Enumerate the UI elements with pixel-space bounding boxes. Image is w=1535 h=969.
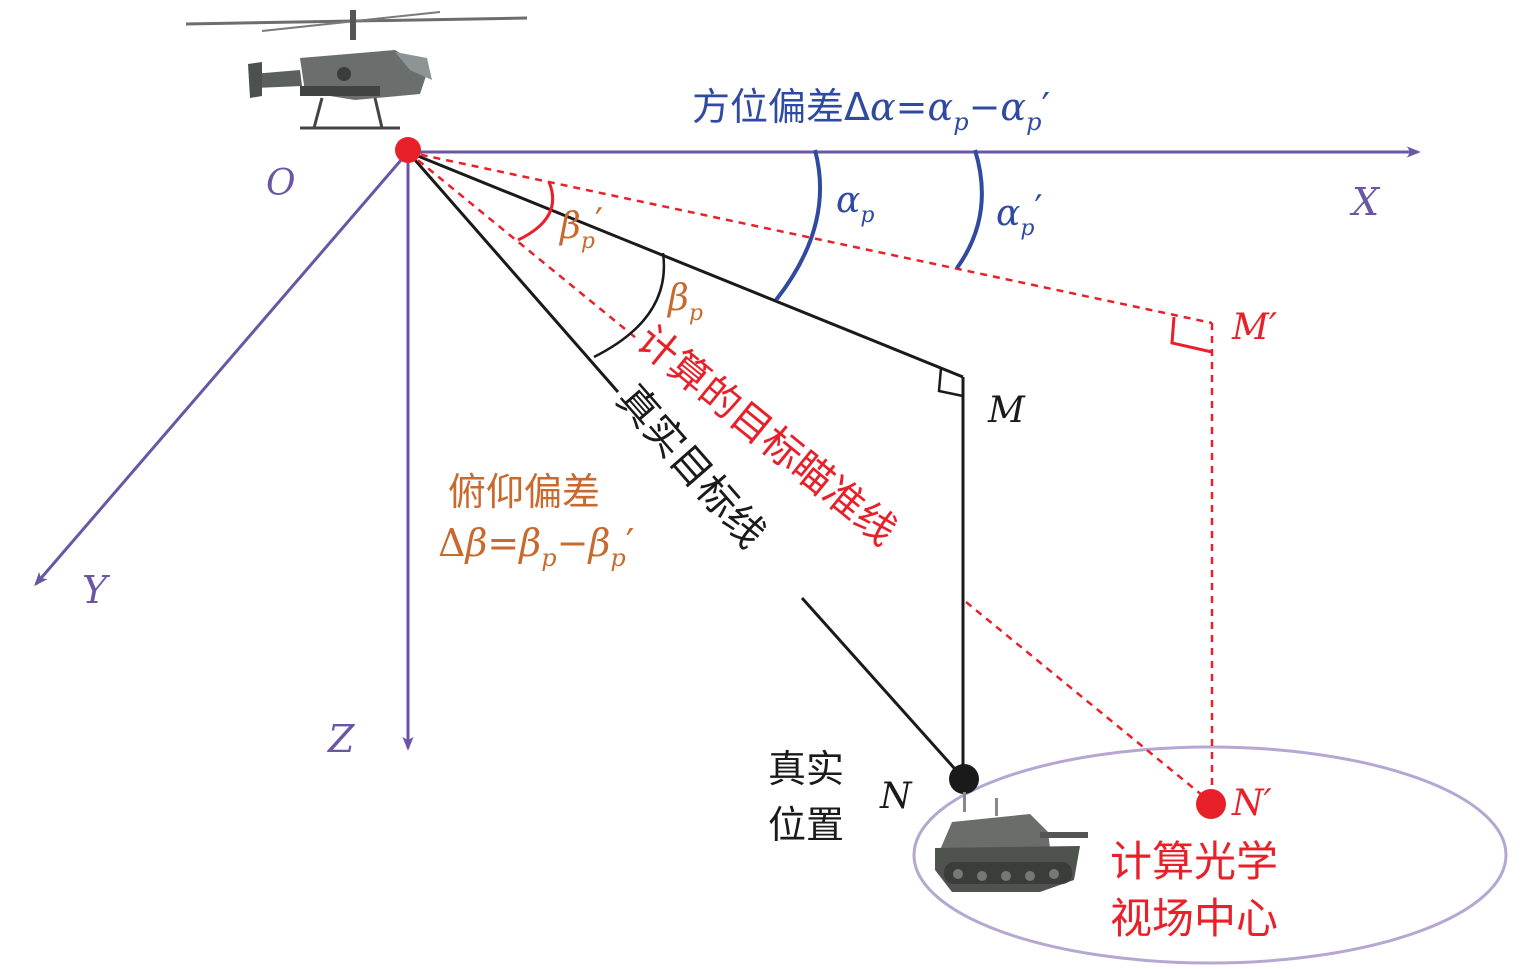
true-position-label-line1: 真实: [768, 747, 844, 791]
right-angle-mark-m-prime: [1170, 316, 1213, 354]
line-o-to-m-prime: [407, 150, 1213, 325]
line-o-to-m: [407, 150, 964, 379]
pitch-deviation-title: 俯仰偏差: [448, 470, 600, 514]
y-axis: [34, 151, 410, 587]
true-target-line-lower: [800, 596, 965, 780]
computed-aim-line-lower: [965, 601, 1209, 801]
beta-p-arc: [593, 252, 666, 359]
label-n: N: [879, 776, 913, 817]
label-z-axis: Z: [327, 717, 355, 761]
label-y-axis: Y: [82, 568, 111, 612]
right-angle-mark-m: [937, 367, 964, 398]
label-n-prime: N′: [1231, 783, 1272, 824]
computed-center-point: [1196, 789, 1226, 819]
origin-point: [395, 137, 421, 163]
true-position-point: [949, 764, 979, 794]
label-beta-p: βp: [666, 278, 703, 326]
pitch-deviation-formula: Δβ=βp−βp′: [438, 521, 634, 572]
label-beta-p-prime: βp′: [558, 202, 603, 254]
optical-center-label-line2: 视场中心: [1110, 894, 1278, 943]
label-m-prime: M′: [1231, 307, 1277, 348]
field-of-view-ellipse: [912, 745, 1508, 965]
label-alpha-p: αp: [836, 180, 874, 228]
alpha-p-arc: [774, 149, 823, 302]
true-position-label-line2: 位置: [768, 803, 844, 847]
beta-p-prime-arc: [517, 181, 555, 242]
azimuth-deviation-formula: 方位偏差Δα=αp−αp′: [692, 85, 1050, 136]
label-m: M: [987, 390, 1026, 431]
true-target-line-upper: [406, 151, 620, 393]
label-alpha-p-prime: αp′: [996, 189, 1043, 241]
computed-aim-line-upper: [407, 151, 637, 339]
label-x-axis: X: [1349, 180, 1381, 224]
tank-icon: [935, 792, 1088, 892]
label-origin: O: [266, 163, 296, 204]
helicopter-icon: [185, 10, 528, 130]
alpha-p-prime-arc: [955, 149, 984, 270]
optical-center-label-line1: 计算光学: [1110, 837, 1278, 886]
